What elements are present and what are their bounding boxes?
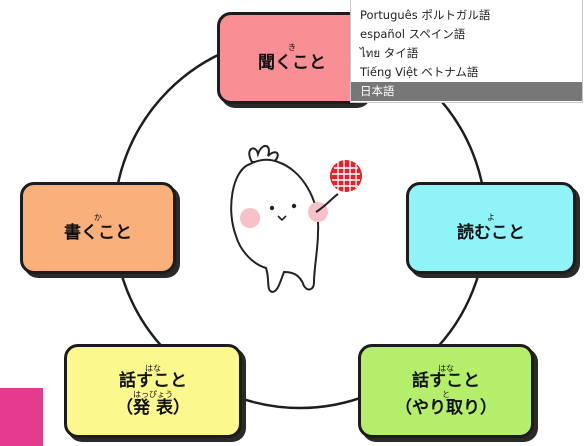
label-speaking-interaction-1: 話すこと (412, 371, 480, 392)
ruby-speaking-presentation-2: はっぴょう (133, 390, 173, 399)
label-listening: 聞くこと (258, 52, 326, 73)
label-speaking-presentation-2: （発 表） (116, 397, 190, 418)
lang-option-spanish[interactable]: español スペイン語 (360, 27, 466, 41)
lang-option-thai[interactable]: ไทย タイ語 (360, 46, 419, 60)
skill-listening[interactable]: き 聞くこと (217, 12, 367, 104)
lang-option-portuguese[interactable]: Português ポルトガル語 (360, 8, 491, 22)
ruby-speaking-interaction-2: と (442, 390, 450, 399)
lang-option-vietnamese[interactable]: Tiếng Việt ベトナム語 (360, 65, 479, 79)
ruby-speaking-presentation-1: はな (145, 363, 161, 373)
language-dropdown-menu[interactable]: Português ポルトガル語 español スペイン語 ไทย タイ語 T… (350, 0, 583, 103)
label-writing: 書くこと (64, 222, 132, 243)
mascot-character (230, 145, 362, 294)
skill-speaking-interaction[interactable]: はな 話すこと と （やり取り） (358, 344, 534, 438)
ruby-writing: か (94, 212, 102, 222)
skill-reading[interactable]: よ 読むこと (406, 182, 576, 274)
lang-option-japanese[interactable]: 日本語 (351, 82, 582, 101)
label-reading: 読むこと (457, 222, 525, 243)
corner-tile (0, 388, 43, 446)
skill-writing[interactable]: か 書くこと (20, 182, 176, 274)
skill-speaking-presentation[interactable]: はな 話すこと はっぴょう （発 表） (64, 344, 242, 438)
logo-icon (330, 160, 362, 192)
ruby-speaking-interaction-1: はな (438, 363, 454, 373)
ruby-listening: き (288, 42, 296, 52)
label-speaking-presentation-1: 話すこと (119, 371, 187, 392)
label-speaking-interaction-2: （やり取り） (395, 397, 497, 418)
ruby-reading: よ (487, 212, 495, 222)
